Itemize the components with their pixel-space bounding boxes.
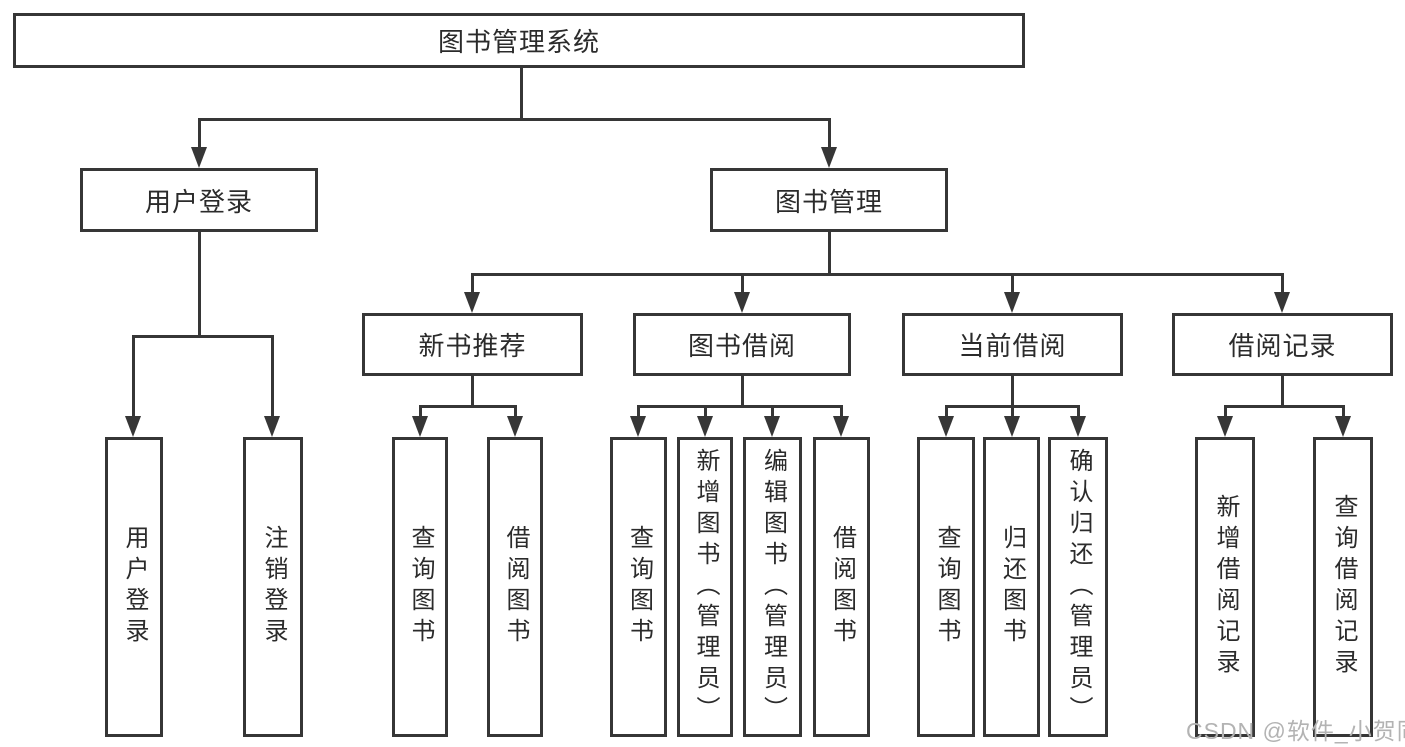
node-leaf-bb-add-books-admin: 新增图书（管理员）: [677, 437, 733, 737]
node-leaf-nb-query-books: 查询图书: [392, 437, 448, 737]
connector-stem-borrow-records: [1281, 273, 1284, 295]
arrow-down-icon: [833, 416, 849, 437]
node-leaf-user-login: 用户登录: [105, 437, 163, 737]
arrow-down-icon: [1004, 416, 1020, 437]
arrow-down-icon: [507, 416, 523, 437]
arrow-down-icon: [191, 147, 207, 168]
arrow-down-icon: [938, 416, 954, 437]
connector-user-login-stub: [198, 230, 201, 338]
node-leaf-nb-borrow-books-label: 借阅图书: [502, 525, 529, 649]
connector-rail-level3: [471, 273, 1284, 276]
node-user-login-label: 用户登录: [144, 186, 253, 217]
connector-stem-cb-query: [945, 405, 948, 419]
node-leaf-br-add-record-label: 新增借阅记录: [1212, 494, 1239, 680]
connector-rail-level2: [198, 118, 831, 121]
node-library-management-system-label: 图书管理系统: [437, 27, 600, 57]
node-leaf-cb-return-books-label: 归还图书: [998, 525, 1026, 649]
node-leaf-bb-add-books-admin-label: 新增图书（管理员）: [692, 447, 719, 727]
csdn-watermark: CSDN @软件_小贺同学: [1186, 718, 1405, 744]
node-current-borrowing: 当前借阅: [902, 313, 1123, 376]
node-book-borrowing-label: 图书借阅: [687, 331, 796, 361]
arrow-down-icon: [821, 147, 837, 168]
node-leaf-cb-query-books: 查询图书: [917, 437, 975, 737]
connector-stem-leaf-logout: [271, 335, 274, 419]
connector-stem-book-borrowing: [741, 273, 744, 295]
node-leaf-nb-query-books-label: 查询图书: [407, 525, 434, 649]
connector-stem-br-query: [1342, 405, 1345, 419]
connector-stem-current-borrowing: [1011, 273, 1014, 295]
node-leaf-bb-edit-books-admin: 编辑图书（管理员）: [743, 437, 802, 737]
node-leaf-nb-borrow-books: 借阅图书: [487, 437, 543, 737]
node-leaf-cb-confirm-return-admin: 确认归还（管理员）: [1048, 437, 1108, 737]
connector-br-stub: [1281, 373, 1284, 408]
connector-stem-new-book-recommend: [471, 273, 474, 295]
connector-stem-bb-add: [704, 405, 707, 419]
arrow-down-icon: [1004, 292, 1020, 313]
connector-stem-cb-return: [1011, 405, 1014, 419]
connector-stem-cb-confirm: [1077, 405, 1080, 419]
node-book-borrowing: 图书借阅: [633, 313, 851, 376]
arrow-down-icon: [764, 416, 780, 437]
node-book-management-label: 图书管理: [774, 186, 883, 217]
arrow-down-icon: [1070, 416, 1086, 437]
connector-stem-br-add: [1224, 405, 1227, 419]
node-leaf-br-query-record: 查询借阅记录: [1313, 437, 1373, 737]
node-leaf-bb-query-books: 查询图书: [610, 437, 667, 737]
node-leaf-cb-confirm-return-admin-label: 确认归还（管理员）: [1065, 447, 1092, 727]
node-borrow-records-label: 借阅记录: [1228, 331, 1337, 361]
arrow-down-icon: [125, 416, 141, 437]
connector-book-management-stub: [828, 230, 831, 276]
node-leaf-logout: 注销登录: [243, 437, 303, 737]
arrow-down-icon: [697, 416, 713, 437]
node-library-management-system: 图书管理系统: [13, 13, 1025, 68]
node-new-book-recommend: 新书推荐: [362, 313, 583, 376]
connector-rail-bb: [637, 405, 843, 408]
connector-stem-book-management: [828, 118, 831, 150]
arrow-down-icon: [1335, 416, 1351, 437]
connector-stem-leaf-user-login: [132, 335, 135, 419]
node-book-management: 图书管理: [710, 168, 948, 232]
node-leaf-br-query-record-label: 查询借阅记录: [1330, 494, 1357, 680]
connector-cb-stub: [1011, 373, 1014, 408]
arrow-down-icon: [630, 416, 646, 437]
arrow-down-icon: [734, 292, 750, 313]
connector-stem-user-login: [198, 118, 201, 150]
arrow-down-icon: [1274, 292, 1290, 313]
connector-stem-bb-query: [637, 405, 640, 419]
node-leaf-user-login-label: 用户登录: [121, 525, 148, 649]
node-new-book-recommend-label: 新书推荐: [418, 331, 527, 361]
node-borrow-records: 借阅记录: [1172, 313, 1393, 376]
connector-stem-bb-edit: [771, 405, 774, 419]
arrow-down-icon: [1217, 416, 1233, 437]
node-user-login: 用户登录: [80, 168, 318, 232]
node-leaf-bb-borrow-books-label: 借阅图书: [828, 525, 856, 649]
node-leaf-cb-query-books-label: 查询图书: [933, 525, 960, 649]
node-leaf-bb-edit-books-admin-label: 编辑图书（管理员）: [759, 447, 787, 727]
arrow-down-icon: [464, 292, 480, 313]
connector-root-stub: [520, 66, 523, 120]
arrow-down-icon: [412, 416, 428, 437]
node-current-borrowing-label: 当前借阅: [958, 331, 1067, 361]
node-leaf-logout-label: 注销登录: [260, 525, 287, 649]
connector-stem-nb-query: [419, 405, 422, 419]
connector-rail-user-login: [132, 335, 274, 338]
connector-bb-stub: [741, 373, 744, 408]
node-leaf-br-add-record: 新增借阅记录: [1195, 437, 1255, 737]
node-leaf-cb-return-books: 归还图书: [983, 437, 1040, 737]
arrow-down-icon: [264, 416, 280, 437]
connector-rail-br: [1224, 405, 1344, 408]
node-leaf-bb-borrow-books: 借阅图书: [813, 437, 870, 737]
connector-stem-nb-borrow: [514, 405, 517, 419]
node-leaf-bb-query-books-label: 查询图书: [625, 525, 653, 649]
connector-stem-bb-borrow: [840, 405, 843, 419]
connector-rail-nb: [419, 405, 517, 408]
connector-nb-stub: [471, 373, 474, 408]
